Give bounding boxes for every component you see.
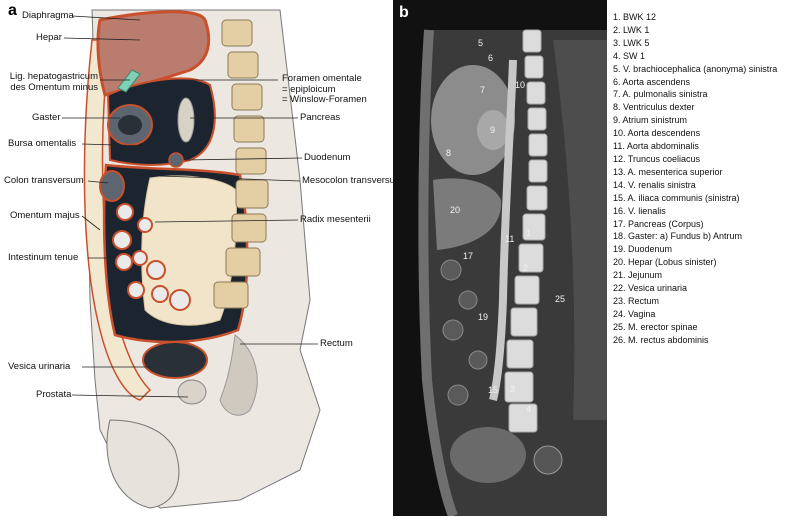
- legend-item: 12. Truncus coeliacus: [613, 153, 701, 164]
- vertebral-column: [213, 19, 269, 309]
- ct-number-label: 6: [488, 53, 494, 63]
- label-lig-line2: des Omentum minus: [10, 81, 98, 93]
- label-lig-hepatogastricum: Lig. hepatogastricum des Omentum minus: [0, 71, 98, 93]
- ct-bowel: [440, 259, 488, 406]
- label-radix-mesenterii: Radix mesenterii: [300, 214, 371, 225]
- legend-item: 24. Vagina: [613, 308, 656, 319]
- label-gaster: Gaster: [32, 112, 61, 123]
- legend-item: 6. Aorta ascendens: [613, 76, 691, 87]
- ct-liver: [433, 178, 502, 250]
- rectum-shape: [219, 334, 258, 416]
- ct-number-label: 9: [490, 125, 496, 135]
- legend-item: 17. Pancreas (Corpus): [613, 218, 704, 229]
- ct-number-label: 8: [446, 148, 452, 158]
- legend-list: 1. BWK 12 2. LWK 1 3. LWK 5 4. SW 1 5. V…: [613, 11, 785, 347]
- legend-item: 16. V. lienalis: [613, 205, 666, 216]
- legend-item: 9. Atrium sinistrum: [613, 115, 688, 126]
- panel-letter-b: b: [399, 4, 409, 21]
- colon-shape: [99, 170, 125, 202]
- legend-item: 14. V. renalis sinistra: [613, 179, 696, 190]
- label-foramen-line1: Foramen omentale: [282, 73, 362, 84]
- ct-number-label: 3: [510, 384, 516, 394]
- legend-item: 8. Ventriculus dexter: [613, 102, 695, 113]
- ct-bladder: [450, 427, 526, 483]
- label-bursa-omentalis: Bursa omentalis: [8, 138, 77, 149]
- ct-number-label: 10: [515, 80, 526, 90]
- ct-number-label: 1: [526, 228, 532, 238]
- ct-number-label: 20: [450, 205, 461, 215]
- label-intestinum-tenue: Intestinum tenue: [8, 252, 79, 263]
- duodenum-shape: [168, 152, 184, 168]
- ct-aorta: [489, 59, 517, 401]
- label-foramen-omentale: Foramen omentale = epiploicum = Winslow-…: [282, 73, 367, 106]
- legend-item: 26. M. rectus abdominis: [613, 334, 709, 345]
- legend-item: 21. Jejunum: [613, 270, 663, 281]
- ct-scan-image: [393, 0, 607, 518]
- label-rectum: Rectum: [320, 338, 353, 349]
- label-pancreas: Pancreas: [300, 112, 341, 123]
- label-omentum-majus: Omentum majus: [10, 210, 80, 221]
- ct-vertebrae: [504, 29, 548, 433]
- label-foramen-line2: = epiploicum: [282, 83, 336, 95]
- ct-number-label: 7: [480, 85, 486, 95]
- legend-item: 2. LWK 1: [613, 24, 650, 35]
- pancreas-shape: [177, 97, 195, 143]
- legend-item: 5. V. brachiocephalica (anonyma) sinistr…: [613, 63, 778, 74]
- label-colon-transversum: Colon transversum: [4, 175, 84, 186]
- ct-number-label: 15: [488, 385, 499, 395]
- ct-number-label: 17: [463, 251, 474, 261]
- legend-item: 10. Aorta descendens: [613, 128, 701, 139]
- label-diaphragma: Diaphragma: [22, 10, 74, 21]
- legend-item: 11. Aorta abdominalis: [613, 141, 699, 152]
- legend-item: 19. Duodenum: [613, 244, 673, 255]
- label-mesocolon-transversum: Mesocolon transversum: [302, 175, 403, 186]
- ct-number-label: 4: [526, 404, 532, 414]
- label-prostata: Prostata: [36, 389, 72, 400]
- legend-item: 13. A. mesenterica superior: [613, 166, 723, 177]
- legend-item: 25. M. erector spinae: [613, 321, 698, 332]
- intestine-loops: [112, 203, 191, 311]
- legend-item: 23. Rectum: [613, 295, 660, 306]
- anatomy-illustration: [62, 9, 321, 509]
- label-lig-line1: Lig. hepatogastricum: [9, 71, 98, 82]
- legend-item: 22. Vesica urinaria: [613, 283, 688, 294]
- ct-number-label: 25: [555, 294, 566, 304]
- prostate-shape: [177, 379, 207, 405]
- ct-number-label: 5: [478, 38, 484, 48]
- label-duodenum: Duodenum: [304, 152, 351, 163]
- ct-number-label: 11: [505, 234, 515, 244]
- legend-item: 7. A. pulmonalis sinistra: [613, 89, 708, 100]
- bladder-shape: [142, 341, 208, 379]
- legend-item: 20. Hepar (Lobus sinister): [613, 257, 717, 268]
- legend-item: 18. Gaster: a) Fundus b) Antrum: [613, 231, 743, 242]
- ct-scan-panel: b 5 6 10 7 9 8 20 11 1 2 17 19 25 15 3 4: [393, 0, 607, 518]
- abdominal-wall: [83, 39, 152, 401]
- liver-shape: [96, 10, 211, 97]
- anatomy-drawing-panel: a Diaphragma Hepar Lig. hepatogastricum …: [0, 0, 403, 516]
- legend-item: 15. A. iliaca communis (sinistra): [613, 192, 740, 203]
- label-foramen-line3: = Winslow-Foramen: [282, 94, 367, 105]
- panel-letter-a: a: [8, 2, 17, 19]
- ct-number-label: 19: [478, 312, 489, 322]
- ct-number-label: 2: [523, 263, 529, 273]
- legend-item: 1. BWK 12: [613, 12, 657, 22]
- legend-item: 4. SW 1: [613, 50, 646, 61]
- label-vesica-urinaria: Vesica urinaria: [8, 361, 71, 372]
- label-hepar: Hepar: [36, 32, 62, 43]
- legend-item: 3. LWK 5: [613, 37, 650, 48]
